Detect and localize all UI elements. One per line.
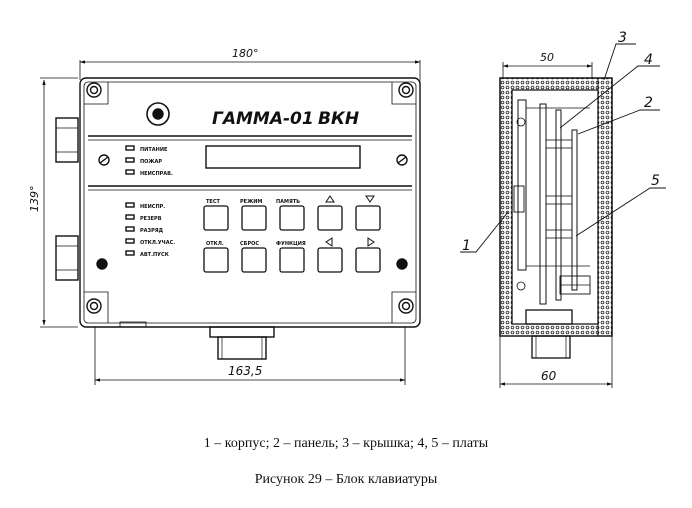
- key-funktsiya: [279, 247, 305, 273]
- dimension-side-bottom: 60: [499, 336, 613, 388]
- dimension-side-top: 50: [502, 51, 593, 78]
- left-indicator-leds: НЕИСПР. РЕЗЕРВ РАЗРЯД ОТКЛ.УЧАС. АВТ.ПУС…: [125, 202, 175, 258]
- dim-width-top-label: 180°: [232, 47, 259, 60]
- indicator-label-power: ПИТАНИЕ: [140, 147, 168, 153]
- callout-3: 3: [618, 30, 627, 46]
- key-down: [355, 205, 381, 231]
- callout-1: 1: [462, 238, 471, 254]
- dimension-width-bottom: 163,5: [94, 327, 406, 385]
- key-label-sbros: СБРОС: [240, 241, 259, 247]
- board-5: [571, 129, 578, 291]
- indicator-label-neispr: НЕИСПР.: [140, 204, 165, 210]
- parts-legend: 1 – корпус; 2 – панель; 3 – крышка; 4, 5…: [203, 436, 489, 451]
- callout-5: 5: [651, 173, 660, 189]
- keypad: [203, 205, 381, 273]
- display-window: [205, 145, 361, 169]
- key-label-test: ТЕСТ: [206, 199, 220, 205]
- callout-4: 4: [644, 52, 653, 68]
- side-view: 50 60: [460, 30, 666, 388]
- bottom-cable-gland: [119, 321, 275, 360]
- side-cable-gland: [525, 309, 573, 359]
- dim-width-bottom-label: 163,5: [228, 364, 262, 378]
- callouts: 3 4 2 5 1: [460, 30, 666, 254]
- key-left: [317, 247, 343, 273]
- panel-part: [517, 99, 527, 271]
- key-label-pamyat: ПАМЯТЬ: [276, 199, 300, 205]
- indicator-label-razryad: РАЗРЯД: [140, 228, 164, 234]
- key-otkl: [203, 247, 229, 273]
- top-indicator-leds: ПИТАНИЕ ПОЖАР НЕИСПРАВ.: [125, 145, 173, 177]
- device-model-suffix: ВКН: [318, 109, 359, 129]
- key-label-rezhim: РЕЖИМ: [240, 199, 262, 205]
- left-cable-entries: [55, 117, 79, 281]
- key-sbros: [241, 247, 267, 273]
- indicator-label-avt-pusk: АВТ.ПУСК: [140, 252, 170, 258]
- indicator-label-rezerv: РЕЗЕРВ: [140, 216, 162, 222]
- callout-2: 2: [644, 95, 653, 111]
- key-up: [317, 205, 343, 231]
- board-4: [555, 109, 562, 301]
- panel-screws: [96, 154, 408, 270]
- right-arrow-icon: [367, 237, 375, 247]
- key-label-funktsiya: ФУНКЦИЯ: [276, 241, 306, 247]
- key-right: [355, 247, 381, 273]
- corner-screws: [84, 82, 416, 323]
- device-model-title: ГАММА-01: [212, 109, 314, 129]
- figure-caption: Рисунок 29 – Блок клавиатуры: [254, 472, 438, 487]
- indicator-label-fault: НЕИСПРАВ.: [140, 171, 173, 177]
- dimension-height: 139°: [28, 77, 78, 328]
- keyboard-unit-drawing: 180° 139°: [28, 30, 666, 388]
- dim-side-top-label: 50: [540, 51, 554, 64]
- key-pamyat: [279, 205, 305, 231]
- dimension-width-top: 180°: [79, 47, 421, 80]
- indicator-label-fire: ПОЖАР: [140, 159, 162, 165]
- key-label-otkl: ОТКЛ.: [206, 241, 224, 247]
- front-view: 180° 139°: [28, 47, 421, 385]
- indicator-label-otkl-uchas: ОТКЛ.УЧАС.: [140, 240, 175, 246]
- key-switch: [146, 102, 170, 126]
- dim-side-bottom-label: 60: [541, 369, 557, 383]
- key-test: [203, 205, 229, 231]
- dim-height-label: 139°: [28, 186, 41, 213]
- left-arrow-icon: [325, 237, 333, 247]
- up-arrow-icon: [325, 195, 335, 203]
- down-arrow-icon: [365, 195, 375, 203]
- key-rezhim: [241, 205, 267, 231]
